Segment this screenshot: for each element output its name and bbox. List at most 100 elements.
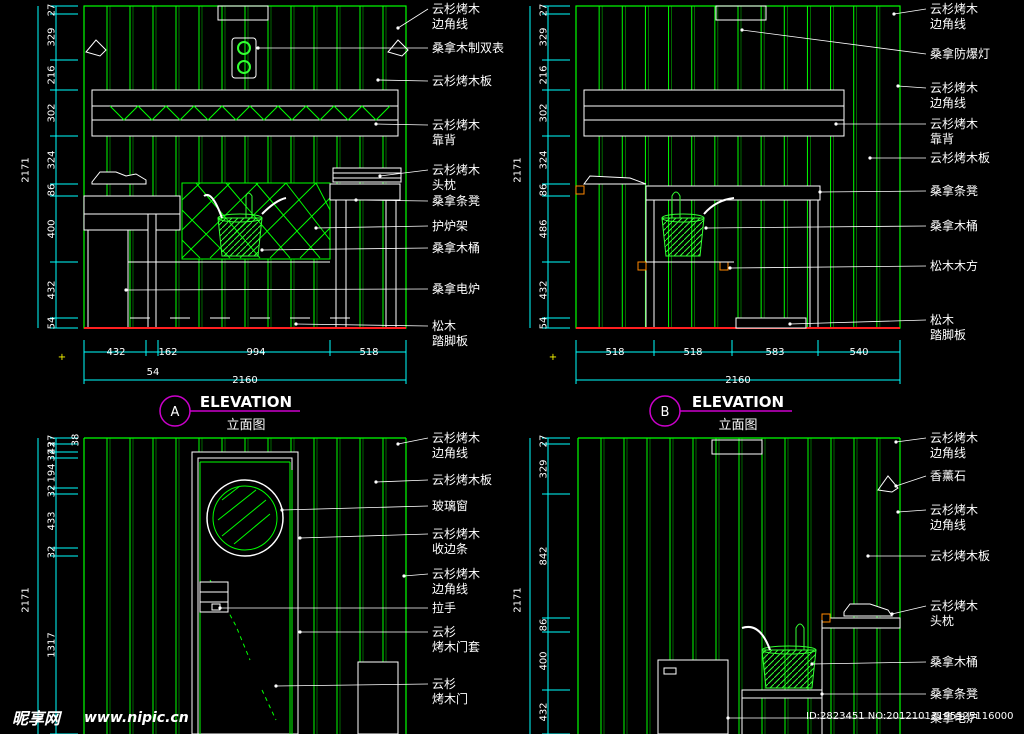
elevation-a-dim-value: 324 xyxy=(47,150,58,169)
elevation-b-labels: 云杉烤木边角线桑拿防爆灯云杉烤木边角线云杉烤木靠背云杉烤木板桑拿条凳桑拿木桶松木… xyxy=(704,1,990,342)
backrest-band xyxy=(91,89,399,137)
elevation-b-callout-line: 云杉烤木 xyxy=(930,116,978,131)
elevation-a-callout-label: 桑拿电炉 xyxy=(432,281,480,296)
elevation-a-leader-line xyxy=(261,247,429,251)
elevation-c-callout-line: 收边条 xyxy=(432,542,468,556)
elevation-d-leader-line xyxy=(891,605,927,615)
elevation-a-leader-line xyxy=(375,123,429,126)
elevation-c-callout-line: 云杉烤木 xyxy=(432,526,480,541)
elevation-b-callout-line: 桑拿防爆灯 xyxy=(930,46,990,61)
aroma-stone-icon xyxy=(877,475,899,493)
elevation-b-callout-line: 踏脚板 xyxy=(930,327,966,342)
title-letter-a: A xyxy=(171,405,180,420)
elevation-b-callout-line: 边角线 xyxy=(930,96,966,110)
elevation-b-leader-dot xyxy=(896,84,900,88)
elevation-b-leader-line xyxy=(893,8,927,15)
elevation-a-callout-line: 云杉烤木 xyxy=(432,162,480,177)
elevation-c-leader-line xyxy=(375,479,429,483)
elevation-c-leader-line xyxy=(275,683,429,687)
elevation-a-callout-label: 桑拿木制双表 xyxy=(432,40,504,55)
elevation-c-leader-line xyxy=(281,505,429,511)
elevation-d-callout-label: 云杉烤木边角线 xyxy=(930,502,978,532)
elevation-b-callout-line: 云杉烤木 xyxy=(930,1,978,16)
elevation-b-callout-line: 桑拿木桶 xyxy=(930,218,978,233)
dim-a-h-1: 162 xyxy=(158,347,177,358)
elevation-b-leader-dot xyxy=(740,28,744,32)
elevation-c-callout-line: 云杉 xyxy=(432,677,456,691)
elevation-a-dim-value: 86 xyxy=(47,184,58,197)
elevation-d-callout-line: 云杉烤木 xyxy=(930,430,978,445)
elevation-a-callout-label: 云杉烤木头枕 xyxy=(432,162,480,192)
elevation-a-leader-dot xyxy=(294,322,298,326)
elevation-d-leader-line xyxy=(897,509,927,513)
elevation-a-callout-line: 桑拿电炉 xyxy=(432,281,480,296)
elevation-c-leader-dot xyxy=(374,480,378,484)
elevation-b-floor xyxy=(576,317,900,329)
elevation-c-dim-value: 1317 xyxy=(47,632,58,657)
elevation-c-callout-line: 边角线 xyxy=(432,446,468,460)
elevation-c-leader-dot xyxy=(274,684,278,688)
elevation-d-callout-line: 桑拿木桶 xyxy=(930,654,978,669)
porthole-window-icon xyxy=(206,479,284,557)
corner-trim-block xyxy=(357,661,399,734)
elevation-a-callout-line: 踏脚板 xyxy=(432,333,468,348)
elevation-a-callout-line: 边角线 xyxy=(432,17,468,31)
title-elevation-a: ELEVATION xyxy=(200,393,292,411)
elevation-b-leader-dot xyxy=(868,156,872,160)
elevation-c-callout-line: 玻璃窗 xyxy=(432,499,468,513)
elevation-c-leader-dot xyxy=(280,508,284,512)
elevation-c-callout-line: 云杉烤木 xyxy=(432,430,480,445)
elevation-c-dim-value: 43 xyxy=(47,442,58,455)
elevation-c-callout-label: 云杉烤木边角线 xyxy=(432,566,480,596)
elevation-c-leader-dot xyxy=(396,442,400,446)
elevation-b-callout-label: 云杉烤木边角线 xyxy=(930,1,978,31)
elevation-d-leader-dot xyxy=(896,510,900,514)
elevation-b-leader-dot xyxy=(818,190,822,194)
elevation-b-leader-line xyxy=(897,85,927,89)
elevation-d-callout-label: 云杉烤木边角线 xyxy=(930,430,978,460)
elevation-d-leader-dot xyxy=(894,484,898,488)
elevation-b-dim-value: 324 xyxy=(539,150,550,169)
elevation-b-leader-line xyxy=(741,29,927,55)
elevation-a-callout-label: 护炉架 xyxy=(432,219,468,233)
elevation-c-callout-label: 云杉烤木边角线 xyxy=(432,430,480,460)
elevation-c-callout-line: 云杉 xyxy=(432,625,456,639)
elevation-d-leader-dot xyxy=(866,554,870,558)
subtitle-elevation-b: 立面图 xyxy=(718,418,757,433)
elevation-d-callout-line: 云杉烤木 xyxy=(930,598,978,613)
elevation-c-callout-line: 烤木门套 xyxy=(432,639,480,654)
elevation-b-dim-value: 86 xyxy=(539,184,550,197)
elevation-a-dim-value: 432 xyxy=(47,280,58,299)
elevation-b-leader-dot xyxy=(892,12,896,16)
elevation-d-callout-label: 桑拿电炉 xyxy=(930,710,978,725)
elevation-c-callout-line: 云杉烤木 xyxy=(432,566,480,581)
elevation-b-dim-value: 329 xyxy=(539,27,550,46)
dim-b-width: 2160 xyxy=(725,375,750,386)
elevation-c-callout-line: 拉手 xyxy=(432,600,456,615)
elevation-a-leader-dot xyxy=(374,122,378,126)
elevation-d-leader-dot xyxy=(810,662,814,666)
elevation-d-callout-line: 云杉烤木板 xyxy=(930,548,990,563)
elevation-d-dim-total: 2171 xyxy=(513,587,524,612)
elevation-b-dim-value: 54 xyxy=(539,317,550,330)
elevation-c-callout-label: 云杉烤木门套 xyxy=(432,625,480,654)
elevation-d-lamp-icon xyxy=(711,439,763,455)
elevation-c-leader-dot xyxy=(298,630,302,634)
origin-plus-icon: + xyxy=(58,352,66,363)
elevation-a-leader-line xyxy=(355,199,429,202)
elevation-d-callout-line: 香薰石 xyxy=(930,469,966,483)
subtitle-elevation-a: 立面图 xyxy=(226,418,265,433)
elevation-b-dim-value: 486 xyxy=(539,219,550,238)
dim-b-h-1: 518 xyxy=(683,347,702,358)
elevation-c-callout-line: 边角线 xyxy=(432,582,468,596)
elevation-a-labels: 云杉烤木边角线桑拿木制双表云杉烤木板云杉烤木靠背云杉烤木头枕桑拿条凳护炉架桑拿木… xyxy=(124,1,504,348)
elevation-b-callout-label: 桑拿条凳 xyxy=(930,183,978,198)
elevation-d-leader-dot xyxy=(820,692,824,696)
elevation-a-leader-line xyxy=(315,225,429,229)
headrest xyxy=(91,167,402,185)
elevation-b-leader-dot xyxy=(788,322,792,326)
